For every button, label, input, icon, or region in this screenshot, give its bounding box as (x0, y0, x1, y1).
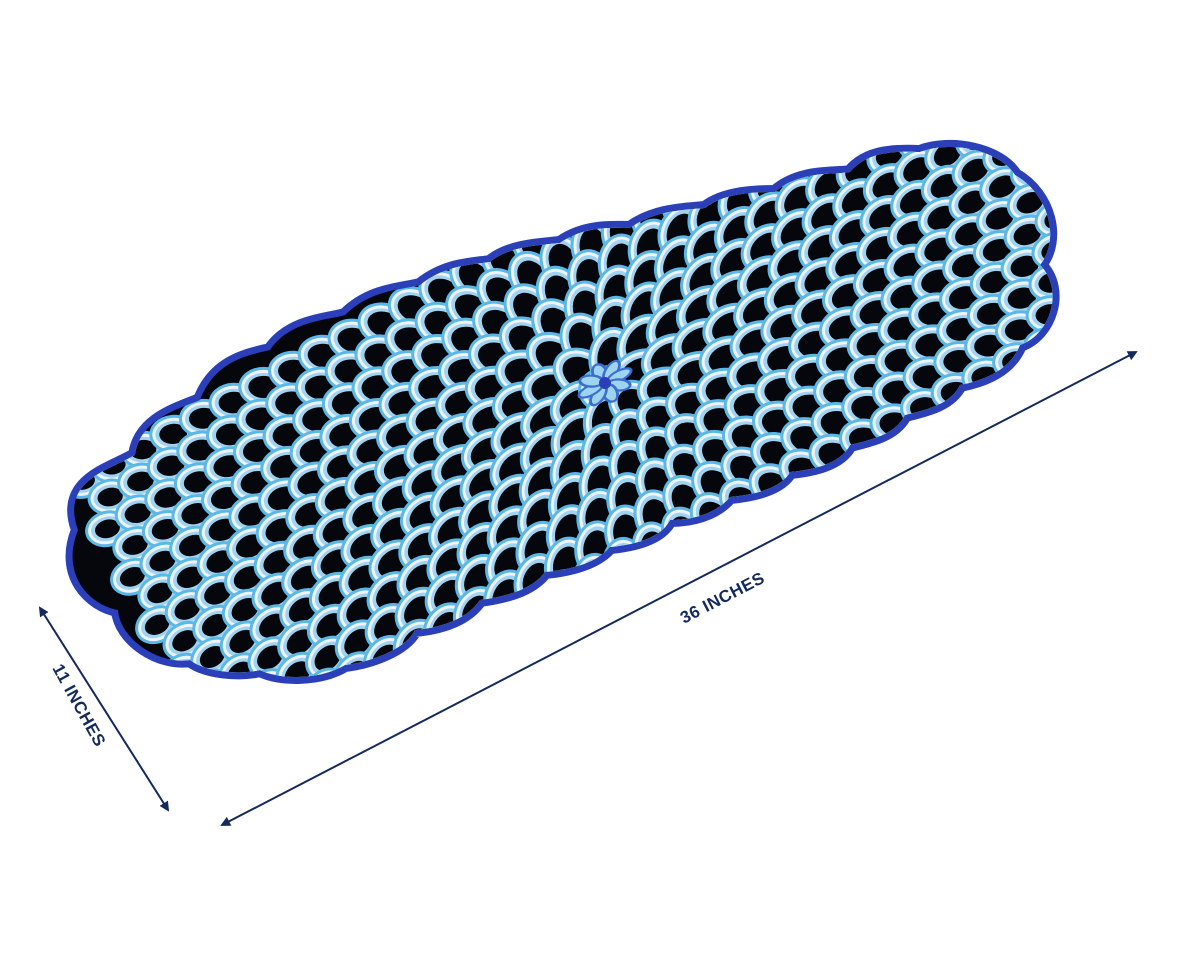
petal (694, 146, 739, 179)
petal (868, 28, 928, 89)
petal (746, 88, 808, 154)
petal (781, 146, 828, 162)
petal (203, 740, 260, 797)
petal (1009, 80, 1067, 136)
petal (205, 708, 263, 766)
petal (864, 59, 926, 121)
petal (1086, 228, 1139, 275)
petal (292, 691, 352, 752)
petal (950, 78, 1011, 137)
petal (1060, 178, 1116, 229)
petal (1057, 210, 1112, 259)
petal (178, 692, 236, 749)
petal (987, 0, 1044, 56)
table-runner (58, 0, 1166, 797)
petal (806, 58, 868, 122)
petal (264, 675, 325, 736)
petal (861, 90, 924, 153)
petal (895, 44, 956, 105)
width-dimension-arrow (38, 606, 170, 812)
petal (929, 0, 987, 56)
petal (978, 94, 1038, 151)
petal (207, 676, 266, 734)
petal (1088, 195, 1142, 244)
width-dimension-label: 11 INCHES (49, 661, 110, 750)
petal (922, 61, 983, 121)
petal (724, 146, 769, 162)
length-dimension-arrow (220, 351, 1138, 826)
petal (1051, 309, 1102, 352)
petal (1025, 295, 1053, 334)
petal (776, 73, 838, 138)
petal (981, 63, 1040, 120)
petal (322, 675, 383, 738)
petal (1055, 243, 1109, 291)
petal (960, 0, 1017, 40)
petal (1012, 48, 1070, 104)
length-dimension-label: 36 INCHES (677, 568, 768, 627)
petal (1013, 146, 1053, 160)
petal (1040, 146, 1053, 175)
petal (953, 46, 1012, 104)
petal (1084, 260, 1136, 305)
petal (664, 146, 709, 195)
petal (263, 707, 322, 767)
petal (235, 691, 295, 750)
petal (1114, 245, 1165, 290)
petal (956, 14, 1014, 72)
petal (898, 13, 957, 73)
petal (1062, 145, 1118, 197)
petal (984, 31, 1042, 88)
petal (1037, 96, 1094, 150)
petal (833, 74, 896, 138)
petal (891, 76, 953, 138)
petal (837, 43, 898, 106)
petal (803, 89, 867, 154)
petal (926, 29, 986, 88)
petal (1112, 278, 1162, 321)
petal (1082, 293, 1133, 336)
petal (1053, 276, 1106, 321)
petal (233, 724, 291, 782)
flower-center-bead (599, 377, 611, 389)
